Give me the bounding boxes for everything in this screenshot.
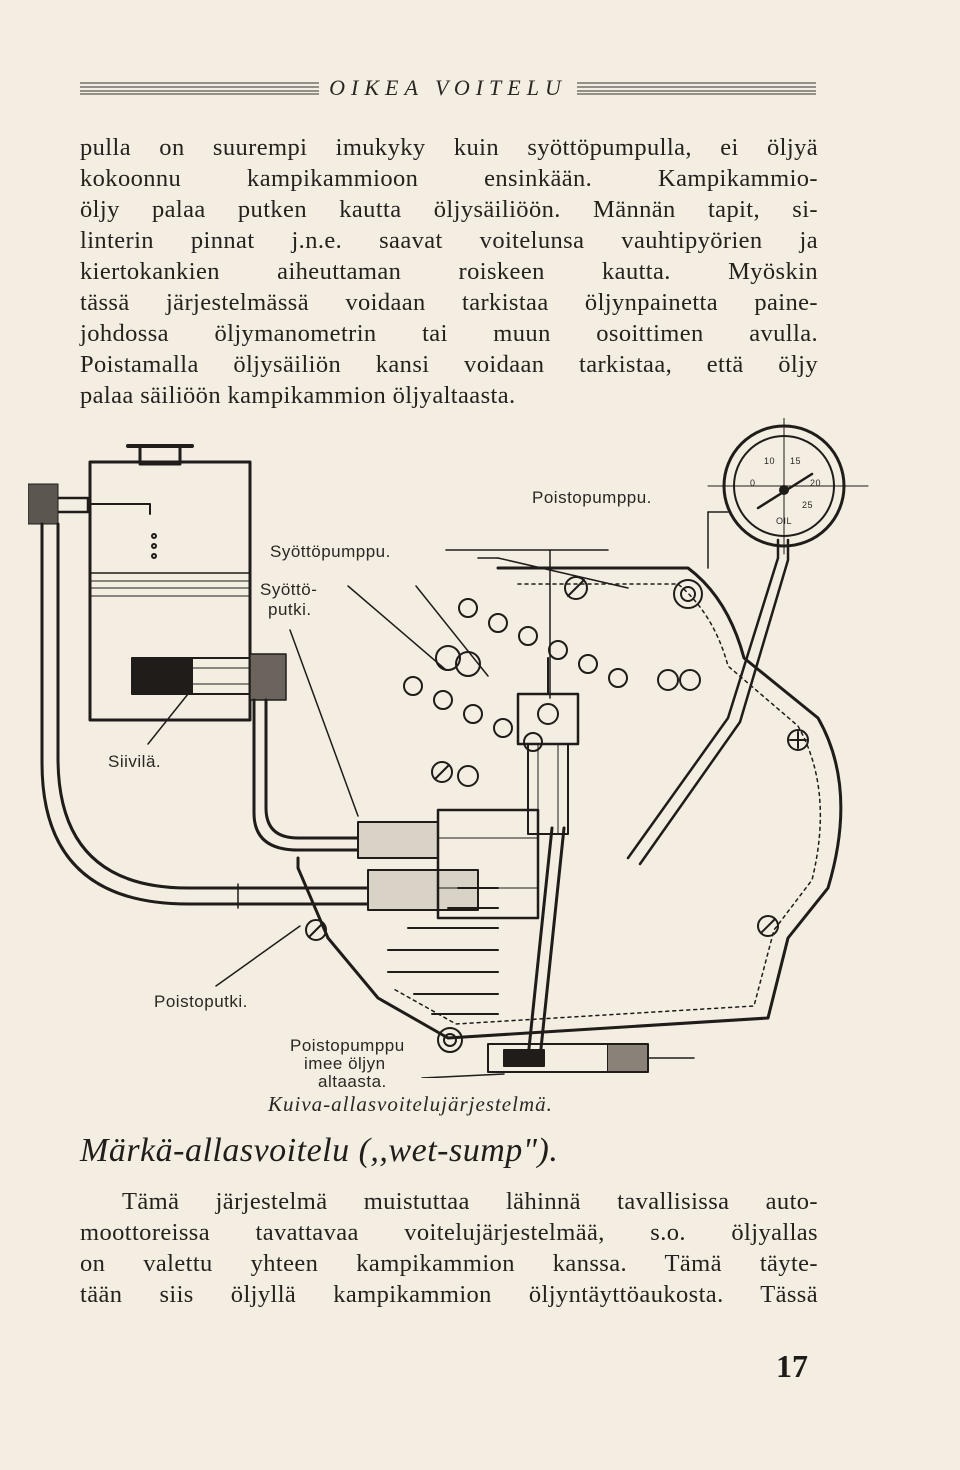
- gauge-tick: 20: [810, 478, 822, 488]
- label-poistoputki: Poistoputki.: [154, 992, 248, 1011]
- text-line: pulla on suurempi imukyky kuin syöttöpum…: [80, 134, 818, 161]
- header-title: OIKEA VOITELU: [329, 75, 567, 100]
- text-line: tään siis öljyllä kampikammion öljyntäyt…: [80, 1281, 818, 1308]
- gauge-tick: 15: [790, 456, 802, 466]
- diagram-drawing: [28, 418, 869, 1078]
- gauge-unit: OIL: [776, 516, 793, 526]
- label-syottopumppu: Syöttöpumppu.: [270, 542, 391, 561]
- lubrication-diagram: Poistopumppu. Syöttöpumppu. Syöttö- putk…: [28, 418, 908, 1091]
- label-syottoputki-2: putki.: [268, 600, 312, 619]
- oil-tank: [88, 460, 252, 722]
- text-line: kiertokankien aiheuttaman roiskeen kautt…: [80, 258, 818, 285]
- section-heading: Märkä-allasvoitelu (,,wet-sump").: [80, 1132, 559, 1169]
- body-paragraph-2: Tämä järjestelmä muistuttaa lähinnä tava…: [80, 1186, 818, 1310]
- figure-caption: Kuiva-allasvoitelujärjestelmä.: [268, 1092, 553, 1116]
- text-line: Tämä järjestelmä muistuttaa lähinnä tava…: [122, 1188, 818, 1215]
- text-line: öljy palaa putken kautta öljysäiliöön. M…: [80, 196, 818, 223]
- body-paragraph-1: pulla on suurempi imukyky kuin syöttöpum…: [80, 132, 818, 411]
- gauge-tick: 0: [750, 478, 756, 488]
- label-imee-2: imee öljyn: [304, 1054, 386, 1073]
- text-line: linterin pinnat j.n.e. saavat voitelunsa…: [80, 227, 818, 254]
- gauge-tick: 10: [764, 456, 776, 466]
- label-poistopumppu: Poistopumppu.: [532, 488, 652, 507]
- text-line: johdossa öljymanometrin tai muun osoitti…: [80, 320, 818, 347]
- text-line: palaa säiliöön kampikammion öljyaltaasta…: [80, 382, 516, 409]
- text-line: kokoonnu kampikammioon ensinkään. Kampik…: [80, 165, 818, 192]
- text-line: on valettu yhteen kampikammion kanssa. T…: [80, 1250, 818, 1277]
- label-syottoputki-1: Syöttö-: [260, 580, 318, 599]
- page-number: 17: [776, 1348, 808, 1384]
- header-rule-right: [576, 81, 817, 95]
- label-siivila: Siivilä.: [108, 752, 162, 771]
- running-header: OIKEA VOITELU: [80, 72, 817, 104]
- header-rule-left: [80, 81, 320, 95]
- gauge-tick: 25: [802, 500, 814, 510]
- text-line: tässä järjestelmässä voidaan tarkistaa ö…: [80, 289, 818, 316]
- label-imee-1: Poistopumppu: [290, 1036, 405, 1055]
- text-line: moottoreissa tavattavaa voitelujärjestel…: [80, 1219, 818, 1246]
- label-imee-3: altaasta.: [318, 1072, 387, 1091]
- text-line: Poistamalla öljysäiliön kansi voidaan ta…: [80, 351, 818, 378]
